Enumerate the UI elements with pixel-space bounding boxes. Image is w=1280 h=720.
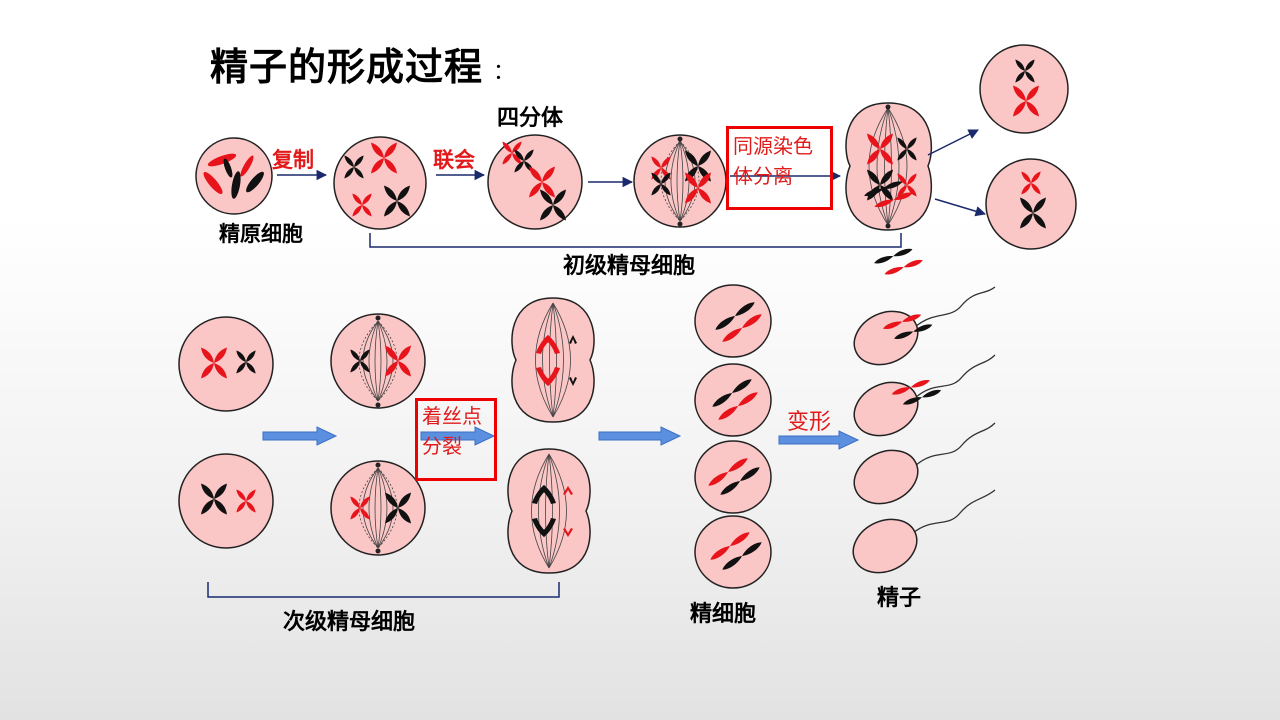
transform-label: 变形 (787, 410, 832, 435)
spermatogonium-label: 精原细胞 (219, 222, 303, 246)
sperm-label: 精子 (877, 586, 922, 611)
secondary-bracket (207, 582, 560, 598)
synapsis-label: 联会 (433, 148, 475, 172)
spermatid-2 (694, 363, 772, 437)
anaphase-ii-cell-bottom (507, 448, 591, 574)
sperm-1 (853, 179, 996, 366)
daughter-cell-bottom (985, 158, 1077, 250)
centromere-division-line1: 着丝点 (422, 404, 482, 428)
homolog-separation-box: 同源染色 体分离 (726, 126, 833, 210)
page-title: 精子的形成过程 ： (210, 36, 516, 91)
spermatid-1 (694, 284, 772, 358)
secondary-cell-top (178, 316, 274, 412)
replicated-cell (333, 136, 427, 230)
sperm-4 (852, 377, 996, 574)
anaphase-ii-cell-top (511, 297, 595, 423)
primary-bracket (369, 233, 902, 248)
homolog-separation-line2: 体分离 (733, 164, 793, 188)
anaphase-i-cell (845, 102, 933, 231)
secondary-spermatocyte-label: 次级精母细胞 (283, 610, 416, 635)
title-text: 精子的形成过程 (210, 45, 484, 89)
centromere-division-box: 着丝点 分裂 (415, 398, 497, 481)
spermatid-label: 精细胞 (690, 602, 757, 627)
spermatogonium-cell (195, 137, 273, 215)
centromere-division-line2: 分裂 (422, 434, 462, 458)
spermatid-3 (694, 440, 772, 514)
sperm-2 (853, 246, 996, 437)
sperm-3 (853, 312, 996, 505)
daughter-cell-top (979, 44, 1069, 134)
row2-block-arrows (262, 426, 860, 450)
metaphase-ii-cell-top (330, 313, 426, 409)
homolog-separation-line1: 同源染色 (733, 134, 813, 158)
copy-label: 复制 (272, 148, 314, 172)
tetrad-cell (487, 134, 583, 230)
row1-arrows (277, 129, 987, 217)
secondary-cell-bottom (178, 453, 274, 549)
spermatid-4 (694, 515, 772, 589)
metaphase-i-cell (633, 134, 727, 228)
metaphase-ii-cell-bottom (330, 460, 426, 556)
primary-spermatocyte-label: 初级精母细胞 (563, 254, 696, 279)
title-colon: ： (493, 59, 517, 85)
tetrad-label: 四分体 (497, 106, 564, 131)
